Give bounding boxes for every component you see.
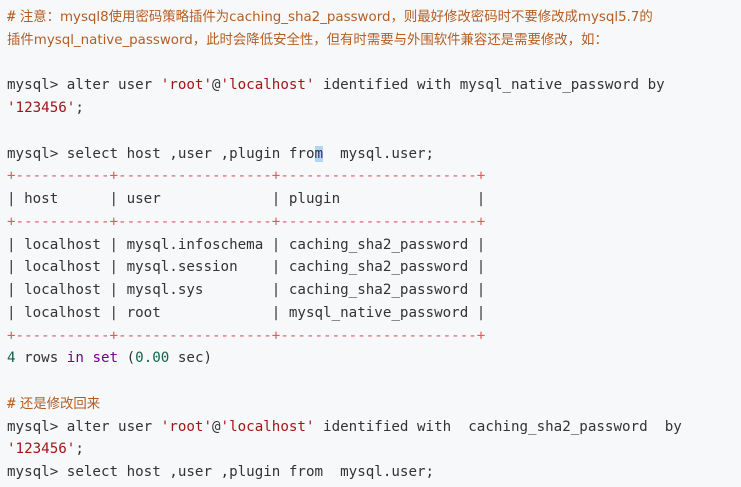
elapsed-time: 0.00 bbox=[135, 350, 170, 367]
blank-line bbox=[7, 370, 741, 393]
table-row: | localhost | mysql.sys | caching_sha2_p… bbox=[7, 282, 486, 298]
command-text: mysql> alter user bbox=[7, 77, 161, 94]
command-text: mysql.user; bbox=[323, 145, 435, 162]
comment-line: # 注意：mysql8使用密码策略插件为caching_sha2_passwor… bbox=[7, 6, 741, 29]
comment-hash: # bbox=[7, 395, 16, 412]
result-line: 4 rows in set (0.00 sec) bbox=[7, 350, 213, 367]
comment-text: 注意：mysql8使用密码策略插件为caching_sha2_password，… bbox=[19, 10, 653, 25]
blank-line bbox=[7, 52, 741, 75]
table-border: +-----------+------------------+--------… bbox=[7, 213, 486, 230]
comment-text: 还是修改回来 bbox=[19, 396, 101, 412]
command-text: @ bbox=[212, 418, 221, 435]
row-count: 4 bbox=[7, 350, 16, 367]
alter-command-line: '123456'; bbox=[7, 97, 741, 120]
alter-command-line: mysql> alter user 'root'@'localhost' ide… bbox=[7, 74, 741, 97]
table-header: | host | user | plugin | bbox=[7, 191, 486, 207]
string-literal: 'localhost' bbox=[220, 77, 315, 94]
table-row: | localhost | mysql.session | caching_sh… bbox=[7, 259, 486, 276]
string-literal: '123456' bbox=[7, 441, 76, 458]
table-border: +-----------+------------------+--------… bbox=[7, 327, 486, 344]
comment-line: # 还是修改回来 bbox=[7, 393, 741, 416]
alter-command-line: mysql> alter user 'root'@'localhost' ide… bbox=[7, 416, 741, 439]
keyword-in: in bbox=[66, 350, 84, 367]
table-row: | localhost | root | mysql_native_passwo… bbox=[7, 304, 486, 321]
command-text: mysql> select host ,user ,plugin fro bbox=[7, 145, 315, 162]
comment-text: 插件mysql_native_password，此时会降低安全性，但有时需要与外… bbox=[7, 32, 608, 48]
command-text: identified with caching_sha2_password by bbox=[314, 418, 682, 435]
string-literal: '123456' bbox=[7, 100, 76, 116]
command-text: ; bbox=[75, 100, 84, 116]
table-border: +-----------+------------------+--------… bbox=[7, 168, 486, 185]
string-literal: 'root' bbox=[160, 77, 212, 94]
comment-line: 插件mysql_native_password，此时会降低安全性，但有时需要与外… bbox=[7, 29, 741, 52]
keyword-set: set bbox=[92, 350, 119, 367]
command-text: mysql> alter user bbox=[7, 418, 161, 435]
select-command-line: mysql> select host ,user ,plugin from my… bbox=[7, 143, 741, 166]
command-text: @ bbox=[212, 77, 221, 94]
alter-command-line: '123456'; bbox=[7, 438, 741, 461]
comment-hash: # bbox=[7, 9, 16, 25]
string-literal: 'root' bbox=[160, 418, 212, 435]
table-row: | localhost | mysql.infoschema | caching… bbox=[7, 236, 486, 253]
text-cursor: m bbox=[314, 145, 324, 162]
select-command-line: mysql> select host ,user ,plugin from my… bbox=[7, 464, 435, 480]
command-text: ; bbox=[75, 441, 84, 458]
blank-line bbox=[7, 120, 741, 143]
string-literal: 'localhost' bbox=[220, 418, 315, 435]
command-text: identified with mysql_native_password by bbox=[314, 77, 665, 94]
